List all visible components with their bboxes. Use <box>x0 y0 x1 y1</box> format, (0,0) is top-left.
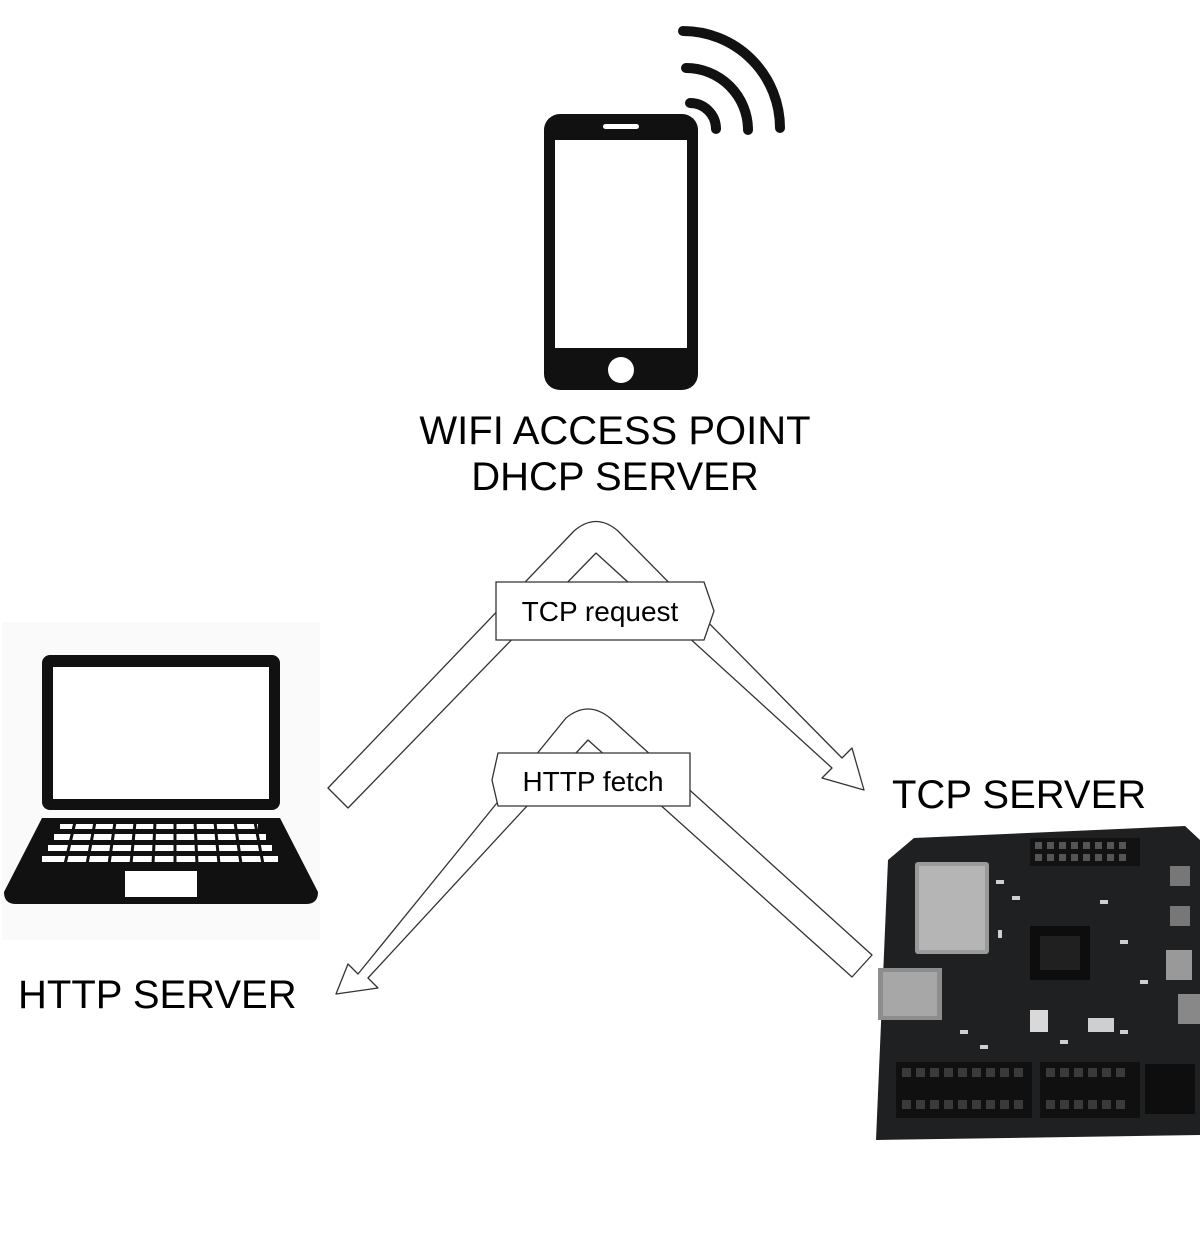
access-point-label: WIFI ACCESS POINT DHCP SERVER <box>360 408 870 500</box>
tcp-request-label-box <box>495 581 715 641</box>
http-fetch-label: HTTP fetch <box>522 766 664 797</box>
http-fetch-label-box <box>491 752 691 807</box>
tcp-server-label: TCP SERVER <box>892 773 1147 817</box>
access-point-label-line1: WIFI ACCESS POINT <box>419 409 811 453</box>
http-server-label: HTTP SERVER <box>18 973 297 1017</box>
esp32-dev-board-image <box>876 826 1200 1140</box>
tcp-request-label: TCP request <box>521 596 679 627</box>
smartphone-wifi-icon <box>544 26 785 390</box>
laptop-icon <box>2 622 320 940</box>
arrow-tcp-request <box>327 520 865 809</box>
arrow-http-fetch <box>335 708 873 995</box>
access-point-label-line2: DHCP SERVER <box>471 455 759 499</box>
